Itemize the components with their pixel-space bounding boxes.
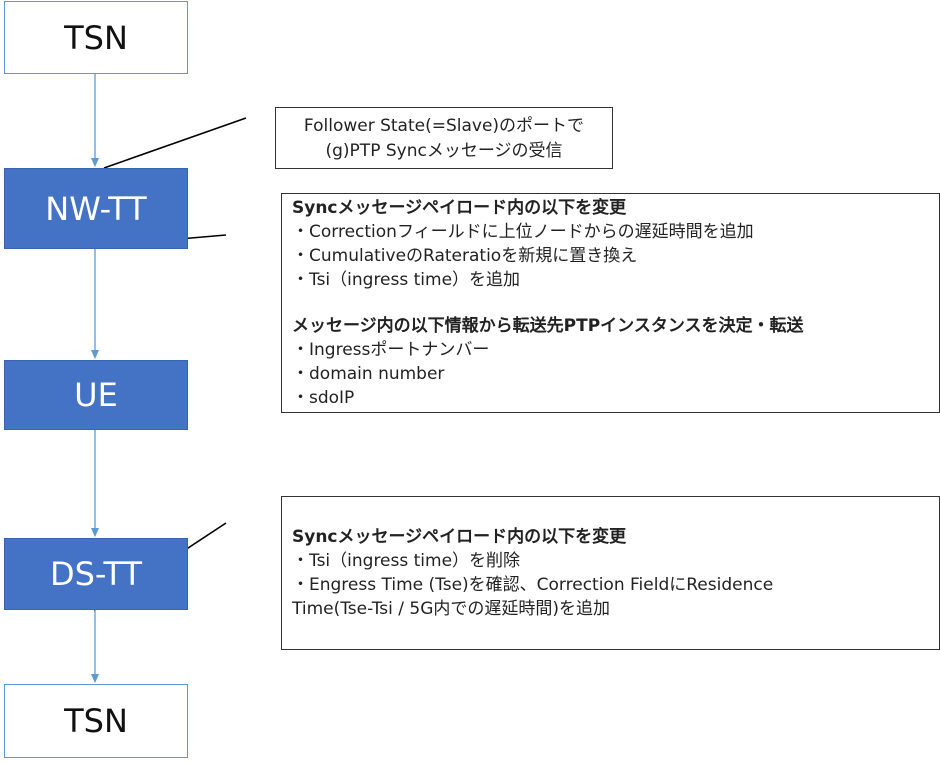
note-dstt-item: ・Tsi（ingress time）を削除 (292, 551, 521, 571)
note-dstt-processing: Syncメッセージペイロード内の以下を変更 ・Tsi（ingress time）… (281, 496, 940, 650)
node-ue: UE (4, 360, 188, 430)
node-ds-tt: DS-TT (4, 538, 188, 610)
node-tsn-bottom: TSN (4, 684, 188, 758)
node-nw-tt: NW-TT (4, 168, 188, 249)
note-receive-line-2: (g)PTP Syncメッセージの受信 (325, 141, 563, 161)
note-nwtt-item: ・sdoIP (292, 388, 355, 408)
note-dstt-item: ・Engress Time (Tse)を確認、Correction Fieldに… (292, 575, 774, 595)
note-nwtt-item: ・CumulativeのRateratioを新規に置き換え (292, 246, 638, 266)
note-nwtt-heading-2: メッセージ内の以下情報から転送先PTPインスタンスを決定・転送 (292, 316, 804, 336)
note-nwtt-processing: Syncメッセージペイロード内の以下を変更 ・Correctionフィールドに上… (281, 193, 940, 413)
note-nwtt-item: ・Ingressポートナンバー (292, 340, 490, 360)
note-sync-reception: Follower State(=Slave)のポートで (g)PTP Syncメ… (275, 107, 613, 169)
note-nwtt-heading-1: Syncメッセージペイロード内の以下を変更 (292, 198, 627, 218)
callout-line-receive (103, 117, 247, 169)
node-tsn-top: TSN (4, 1, 188, 74)
note-nwtt-item: ・Tsi（ingress time）を追加 (292, 270, 521, 290)
note-dstt-heading: Syncメッセージペイロード内の以下を変更 (292, 527, 627, 547)
note-nwtt-item: ・domain number (292, 364, 445, 384)
note-receive-line-1: Follower State(=Slave)のポートで (303, 116, 585, 136)
note-nwtt-item: ・Correctionフィールドに上位ノードからの遅延時間を追加 (292, 222, 754, 242)
note-dstt-item: Time(Tse-Tsi / 5G内での遅延時間)を追加 (292, 599, 611, 619)
